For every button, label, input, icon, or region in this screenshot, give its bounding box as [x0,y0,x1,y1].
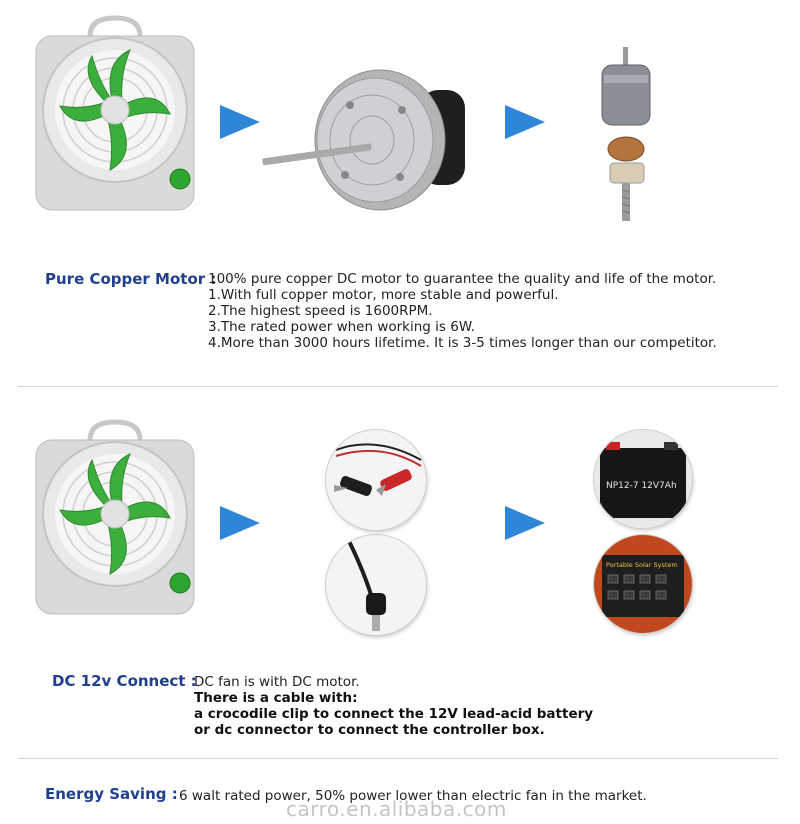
pure-copper-motor-description: 100% pure copper DC motor to guarantee t… [208,271,788,351]
dc-connector-image [326,535,426,635]
arrow-right-icon [505,506,545,540]
crocodile-clip-image [326,430,426,530]
description-line: 1.With full copper motor, more stable an… [208,287,559,303]
copper-motor-image [262,69,465,211]
description-line: a crocodile clip to connect the 12V lead… [194,706,594,722]
description-line: or dc connector to connect the controlle… [194,722,545,738]
section-divider [18,386,778,387]
lead-acid-battery-image: NP12-7 12V7Ah [594,430,692,528]
energy-saving-description: 6 walt rated power, 50% power lower than… [179,788,647,804]
arrow-right-icon [220,105,260,139]
watermark: carro.en.alibaba.com [286,797,507,821]
arrow-right-icon [505,105,545,139]
dc-motor-parts-image [601,47,651,221]
description-line: 3.The rated power when working is 6W. [208,319,475,335]
arrow-right-icon [220,506,260,540]
description-line: DC fan is with DC motor. [194,674,360,690]
pure-copper-motor-label: Pure Copper Motor : [45,270,217,288]
solar-controller-box-image: Portable Solar System [594,535,692,633]
box-fan-image [35,15,195,211]
battery-label: NP12-7 12V7Ah [606,481,677,491]
description-line: There is a cable with: [194,690,358,706]
dc-12v-connect-label: DC 12v Connect : [52,672,197,690]
box-fan-image [35,419,195,615]
dc-12v-connect-description: DC fan is with DC motor. There is a cabl… [194,674,784,738]
description-line: 4.More than 3000 hours lifetime. It is 3… [208,335,717,351]
description-line: 2.The highest speed is 1600RPM. [208,303,433,319]
description-line: 100% pure copper DC motor to guarantee t… [208,271,717,287]
energy-saving-label: Energy Saving : [45,785,178,803]
section-divider [18,758,778,759]
solar-box-label: Portable Solar System [606,561,678,569]
